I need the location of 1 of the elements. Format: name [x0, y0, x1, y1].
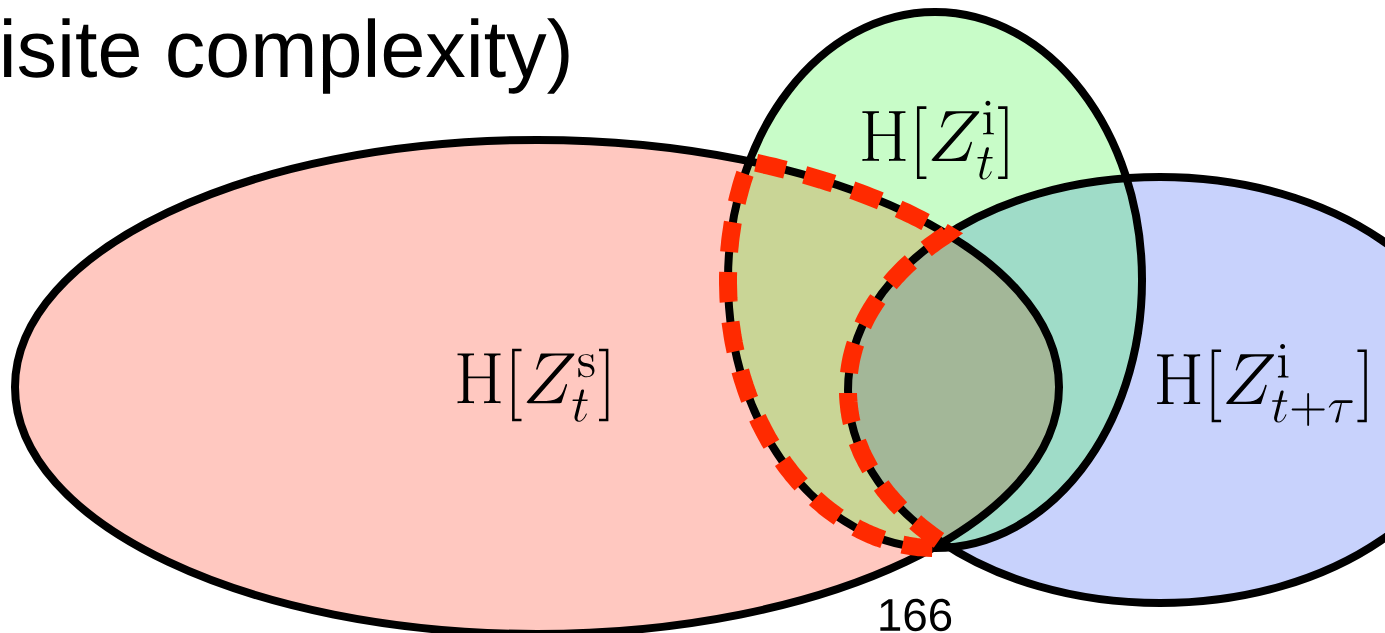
slide-title: isite complexity) [4, 18, 569, 94]
